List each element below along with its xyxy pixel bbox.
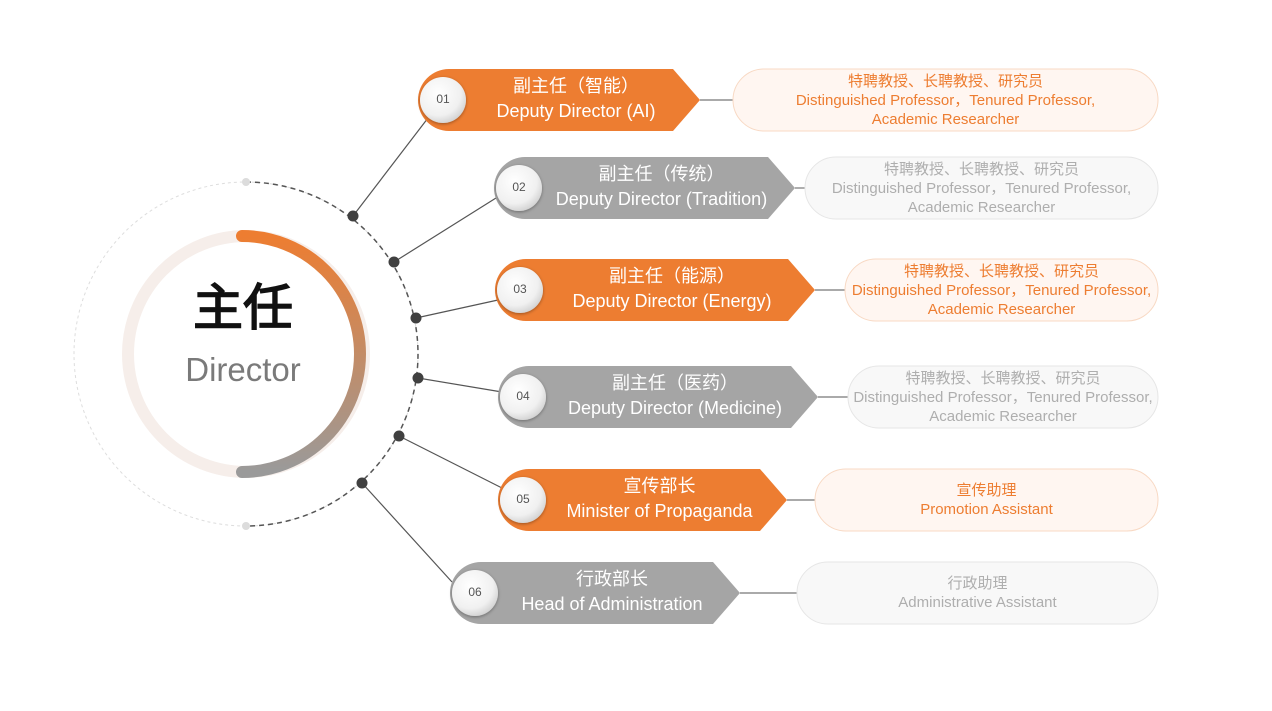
- branch-number: 01: [436, 92, 450, 106]
- branch-title-cn: 副主任（医药）: [612, 373, 738, 394]
- branch-arrow-05: [498, 469, 787, 531]
- director-title-en: Director: [185, 351, 301, 388]
- number-badge-03: [497, 267, 543, 313]
- branch-label-02: 副主任（传统） Deputy Director (Tradition): [542, 163, 781, 211]
- branch-number: 02: [512, 180, 526, 194]
- staff-line: 行政助理: [947, 574, 1008, 592]
- branch-title-cn: 副主任（能源）: [609, 266, 735, 287]
- staff-list-05: 宣传助理 Promotion Assistant: [815, 469, 1158, 531]
- branch-connector: [415, 299, 499, 319]
- director-progress-ring: [236, 230, 366, 478]
- staff-line: 特聘教授、长聘教授、研究员: [847, 71, 1043, 90]
- staff-line: Academic Researcher: [927, 300, 1076, 318]
- connector-dot: [412, 372, 424, 384]
- staff-line: 宣传助理: [956, 481, 1017, 499]
- connector-dot: [356, 477, 368, 489]
- branch-label-04: 副主任（医药） Deputy Director (Medicine): [546, 372, 804, 420]
- branch-number: 04: [516, 389, 530, 403]
- staff-pill-05: [814, 468, 1159, 532]
- branch-arrow-02: [494, 157, 795, 219]
- branch-connector: [417, 377, 503, 393]
- connector-arc: [245, 181, 419, 527]
- connector-dot: [393, 430, 405, 442]
- branch-label-01: 副主任（智能） Deputy Director (AI): [466, 75, 686, 123]
- arc-end-top: [242, 178, 250, 186]
- staff-line: Distinguished Professor，Tenured Professo…: [831, 179, 1132, 197]
- branch-title-en: Deputy Director (Energy): [572, 291, 772, 311]
- branch-connector: [352, 117, 429, 217]
- branch-title-en: Deputy Director (Tradition): [555, 189, 768, 209]
- staff-line: 特聘教授、长聘教授、研究员: [883, 159, 1079, 178]
- branch-arrow-01: [418, 69, 700, 131]
- branch-arrow-04: [498, 366, 818, 428]
- branch-label-03: 副主任（能源） Deputy Director (Energy): [543, 265, 801, 313]
- staff-line: Promotion Assistant: [920, 501, 1053, 518]
- connector-dot: [410, 312, 422, 324]
- branch-title-cn: 宣传部长: [623, 476, 696, 497]
- staff-pill-06: [796, 561, 1159, 625]
- staff-pill-01: [732, 68, 1159, 132]
- staff-line: Academic Researcher: [871, 110, 1020, 128]
- director-title-cn: 主任: [193, 279, 293, 337]
- staff-line: Administrative Assistant: [898, 594, 1057, 611]
- staff-line: Distinguished Professor，Tenured Professo…: [795, 91, 1096, 109]
- staff-line: Distinguished Professor，Tenured Professo…: [853, 388, 1153, 406]
- branch-connector: [393, 197, 497, 263]
- branch-title-en: Deputy Director (AI): [496, 101, 656, 121]
- staff-line: 特聘教授、长聘教授、研究员: [905, 368, 1101, 387]
- staff-line: 特聘教授、长聘教授、研究员: [903, 261, 1099, 280]
- connector-dot: [388, 256, 400, 268]
- branch-arrow-03: [495, 259, 815, 321]
- number-badge-06: [452, 570, 498, 616]
- branch-arrow-06: [450, 562, 740, 624]
- staff-line: Academic Researcher: [929, 407, 1077, 425]
- branch-title-en: Deputy Director (Medicine): [567, 398, 783, 418]
- staff-pill-04: [847, 365, 1159, 429]
- branch-label-06: 行政部长 Head of Administration: [498, 568, 726, 616]
- branch-number: 05: [516, 492, 530, 506]
- staff-pill-02: [804, 156, 1159, 220]
- branch-connector: [398, 435, 503, 489]
- branch-connector: [361, 482, 453, 583]
- number-badge-04: [500, 374, 546, 420]
- branch-title-cn: 副主任（传统）: [598, 164, 725, 185]
- arc-end-bottom: [242, 522, 250, 530]
- branch-title-cn: 副主任（智能）: [513, 76, 639, 97]
- number-badge-05: [500, 477, 546, 523]
- staff-line: Distinguished Professor，Tenured Professo…: [851, 281, 1152, 299]
- branch-number: 03: [513, 282, 527, 296]
- number-badge-01: [420, 77, 466, 123]
- branch-title-en: Head of Administration: [521, 594, 703, 614]
- branch-label-05: 宣传部长 Minister of Propaganda: [546, 475, 773, 523]
- branch-number: 06: [468, 585, 482, 599]
- staff-list-06: 行政助理 Administrative Assistant: [797, 562, 1158, 624]
- connector-dot: [347, 210, 359, 222]
- branch-title-cn: 行政部长: [576, 569, 648, 590]
- branch-title-en: Minister of Propaganda: [566, 501, 753, 521]
- staff-line: Academic Researcher: [907, 198, 1056, 216]
- number-badge-02: [496, 165, 542, 211]
- staff-pill-03: [844, 258, 1159, 322]
